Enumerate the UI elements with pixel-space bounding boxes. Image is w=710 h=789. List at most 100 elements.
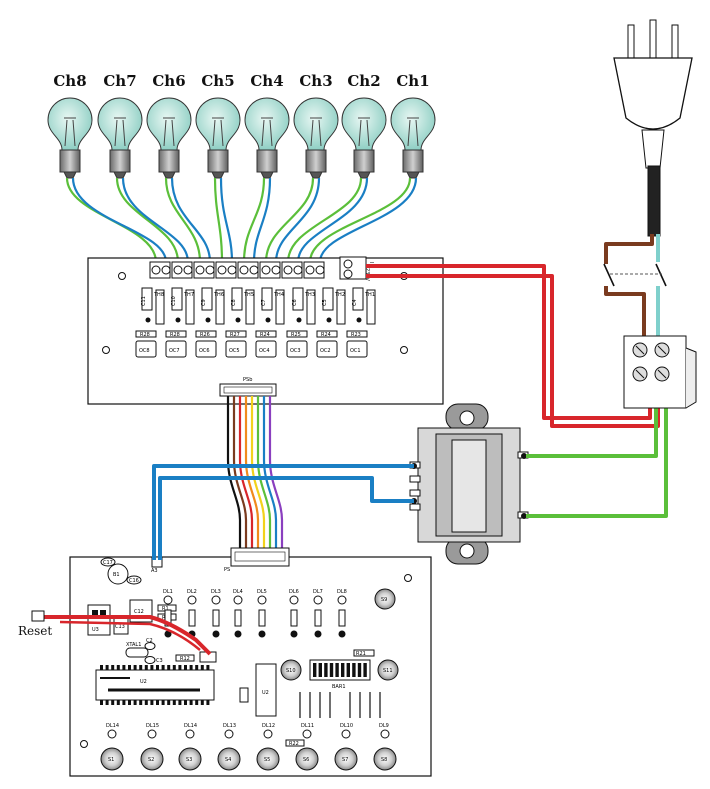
bulb-row (47, 97, 436, 179)
bulb-base (256, 149, 278, 173)
bulb-filament (114, 117, 126, 147)
resistor-label-3: R27 (230, 332, 240, 338)
switch-label-s7: S7 (342, 757, 348, 763)
mains-wiring (42, 234, 668, 656)
bulb-glass (390, 97, 436, 151)
wire-green-ch6 (164, 177, 202, 263)
opto-1 (165, 340, 187, 358)
resistor-label-5: R25 (291, 332, 301, 338)
pin-bottom-4 (122, 700, 126, 705)
bulb-tip (260, 171, 274, 179)
led-dot-7 (356, 317, 362, 323)
cap-c17: C17 (103, 560, 113, 566)
wire-blue-ch5 (219, 177, 234, 263)
switch-s11: S11 (383, 668, 393, 674)
led-top-label-3: DL4 (233, 589, 243, 595)
bulb-glass (97, 97, 143, 151)
triac-4 (275, 289, 285, 325)
channel-label-ch5: Ch5 (201, 72, 234, 90)
wire-blue-ch3 (274, 177, 321, 263)
opto-label-4: OC4 (259, 348, 270, 354)
switch-label-s3: S3 (186, 757, 192, 763)
opto-label-6: OC2 (320, 348, 331, 354)
triac-label-5: TH3 (304, 292, 315, 298)
pin-bottom-19 (206, 700, 210, 705)
led-top-label-1: DL2 (187, 589, 197, 595)
bulb-tip (406, 171, 420, 179)
bulb-base (158, 149, 180, 173)
opto-label-0: OC8 (139, 348, 150, 354)
bulb-base (59, 149, 81, 173)
switch-s1 (100, 747, 124, 771)
led-dot-3 (235, 317, 241, 323)
pin-bottom-7 (139, 700, 143, 705)
led-bottom-label-5: DL11 (301, 723, 314, 729)
wire-blue-ch4 (252, 177, 272, 263)
bar-seg-9 (363, 663, 367, 677)
cap-label-1: C10 (171, 296, 177, 306)
wire-green-ch2 (286, 177, 363, 263)
pin-top-19 (206, 665, 210, 670)
bar-seg-8 (357, 663, 362, 677)
bulb-ch5 (195, 97, 241, 179)
opto-label-3: OC5 (229, 348, 240, 354)
led-bottom-2 (185, 729, 195, 739)
led-top-res-4 (258, 609, 266, 627)
bar-seg-2 (324, 663, 328, 677)
resistor-3 (225, 330, 247, 338)
reset-label: Reset (18, 624, 52, 638)
res-r1: R1 (162, 606, 169, 612)
pin-top-3 (116, 665, 120, 670)
channel-label-ch8: Ch8 (53, 72, 86, 90)
bulb-glass (244, 97, 290, 151)
bulb-filament (407, 117, 419, 147)
led-top-label-5: DL6 (289, 589, 299, 595)
ribbon-wire-5 (256, 396, 272, 548)
bar-seg-5 (341, 663, 345, 677)
switch-s9: S9 (381, 597, 387, 603)
resistor-label-0: R28 (140, 332, 150, 338)
switch-label-s4: S4 (225, 757, 231, 763)
bargraph-segments (313, 663, 367, 677)
cap-label-2: C9 (201, 299, 207, 306)
ribbon-wire-1 (232, 396, 248, 548)
wire-green-ch5 (213, 177, 224, 263)
ribbon-wire-6 (262, 396, 278, 548)
bulb-filament (310, 117, 322, 147)
led-top-5 (289, 595, 299, 605)
cap-c13: C13 (115, 624, 125, 630)
led-top-res-7 (338, 609, 346, 627)
led-bottom-6 (341, 729, 351, 739)
bulb-ch8 (47, 97, 93, 179)
cap-label-0: C11 (141, 296, 147, 306)
screw-b-2 (205, 265, 215, 275)
bulb-glass (47, 97, 93, 151)
resistor-label-6: R24 (321, 332, 331, 338)
screw-b-7 (315, 265, 325, 275)
led-bottom-label-3: DL13 (223, 723, 236, 729)
resistor-2 (195, 330, 217, 338)
opto-label-1: OC7 (169, 348, 180, 354)
screw-b-6 (293, 265, 303, 275)
switch-label-s5: S5 (264, 757, 270, 763)
opto-5 (286, 340, 308, 358)
opto-7 (346, 340, 368, 358)
resistor-0 (135, 330, 157, 338)
opto-6 (316, 340, 338, 358)
pin-bottom-6 (133, 700, 137, 705)
pin-bottom-5 (128, 700, 131, 705)
ic-u4-label: U2 (262, 690, 269, 696)
opto-label-2: OC6 (199, 348, 210, 354)
opto-label-5: OC3 (290, 348, 301, 354)
pin-bottom-18 (200, 700, 204, 705)
pin-bottom-8 (144, 700, 148, 705)
pin-top-5 (128, 665, 131, 670)
opto-3 (225, 340, 247, 358)
cap-4 (261, 287, 273, 311)
bulb-filament (212, 117, 224, 147)
pin-top-15 (184, 665, 187, 670)
ribbon-cable (226, 396, 284, 548)
switch-s7 (334, 747, 358, 771)
screw-a-3 (217, 265, 227, 275)
